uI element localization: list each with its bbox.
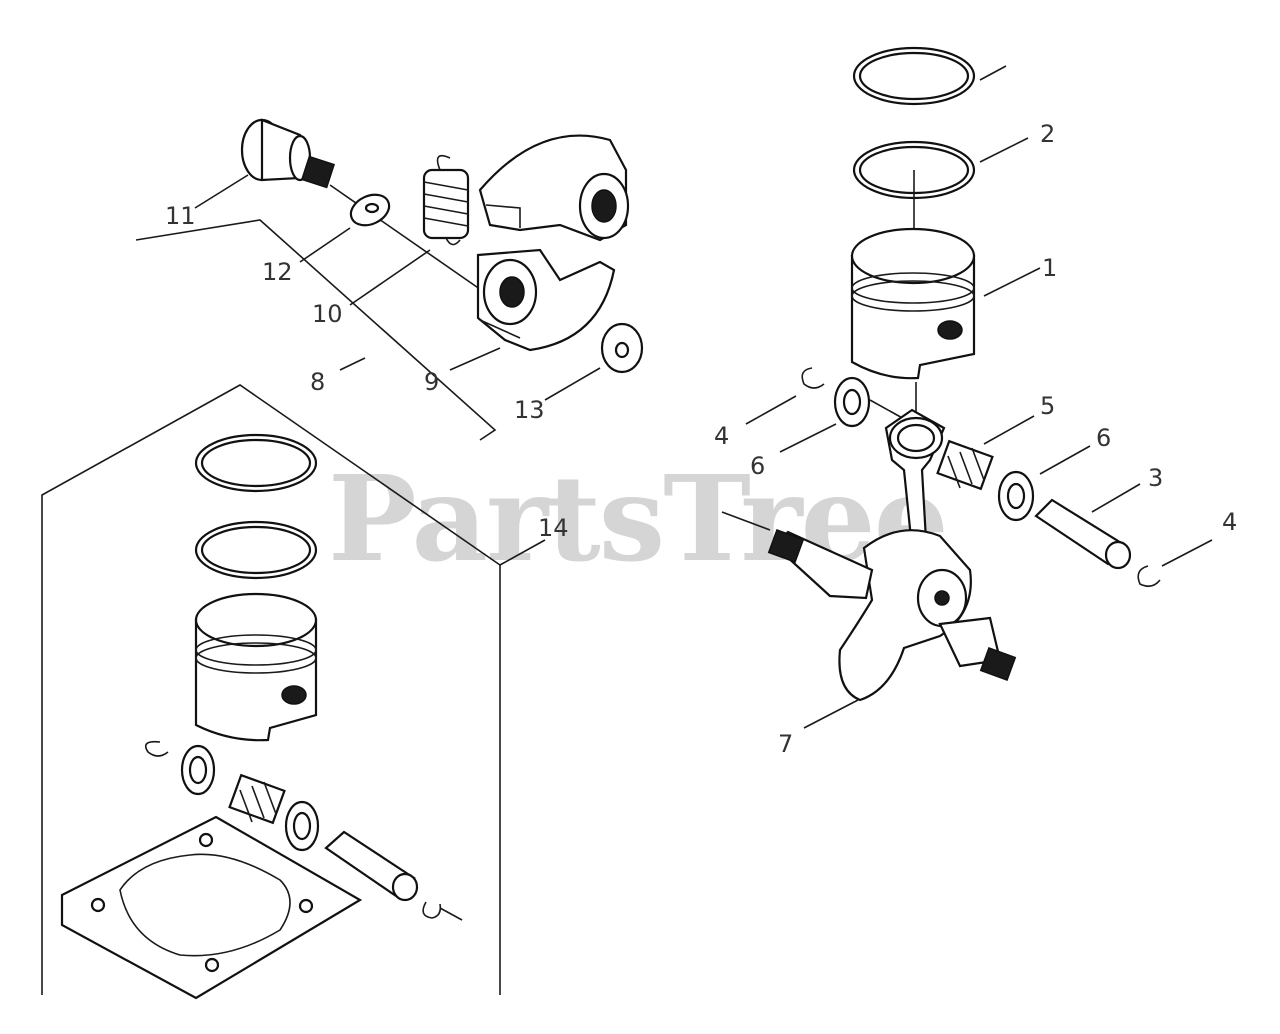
callout-13: 13 — [514, 396, 545, 424]
circlip-4-left-part[interactable] — [801, 367, 825, 389]
washer-13-part[interactable] — [600, 322, 644, 374]
callout-2: 2 — [1040, 120, 1055, 148]
clutch-group-bracket — [135, 219, 497, 441]
callout-8: 8 — [310, 368, 325, 396]
callout-12: 12 — [262, 258, 293, 286]
callout-4-left: 4 — [714, 422, 729, 450]
thrust-washer-6-left-part[interactable] — [833, 376, 871, 428]
piston-kit-box — [41, 384, 501, 995]
callout-11: 11 — [165, 202, 196, 230]
callout-6-right: 6 — [1096, 424, 1111, 452]
callout-10: 10 — [312, 300, 343, 328]
callout-3: 3 — [1148, 464, 1163, 492]
circlip-4-right-part[interactable] — [1137, 565, 1161, 588]
kit-piston-part[interactable] — [194, 592, 318, 742]
callout-6-left: 6 — [750, 452, 765, 480]
thrust-washer-6-right-part[interactable] — [997, 470, 1035, 522]
piston-pin-3-part[interactable] — [1034, 498, 1132, 570]
clutch-spring-part[interactable] — [422, 154, 470, 246]
kit-piston-ring-top-part[interactable] — [194, 433, 318, 493]
callout-9: 9 — [424, 368, 439, 396]
kit-thrust-washer-left-part[interactable] — [180, 744, 216, 796]
kit-circlip-right-part[interactable] — [422, 901, 463, 921]
callout-7: 7 — [778, 730, 793, 758]
piston-1-part[interactable] — [850, 227, 976, 380]
callout-1: 1 — [1042, 254, 1057, 282]
clutch-shoe-lower-part[interactable] — [476, 248, 616, 352]
callout-14: 14 — [538, 514, 569, 542]
callout-4-right: 4 — [1222, 508, 1237, 536]
callout-5: 5 — [1040, 392, 1055, 420]
clutch-shoe-upper-part[interactable] — [478, 134, 630, 242]
kit-needle-bearing-part[interactable] — [228, 773, 286, 825]
piston-ring-upper-part[interactable] — [852, 46, 976, 106]
kit-cylinder-gasket-part[interactable] — [60, 815, 363, 1000]
kit-circlip-left-part[interactable] — [144, 740, 169, 757]
crankshaft-assembly-part[interactable] — [767, 408, 1017, 702]
kit-piston-pin-part[interactable] — [324, 830, 419, 902]
kit-thrust-washer-right-part[interactable] — [284, 800, 320, 852]
washer-12-part[interactable] — [346, 189, 394, 231]
kit-piston-ring-bottom-part[interactable] — [194, 520, 318, 580]
needle-bearing-5-part[interactable] — [936, 439, 994, 491]
